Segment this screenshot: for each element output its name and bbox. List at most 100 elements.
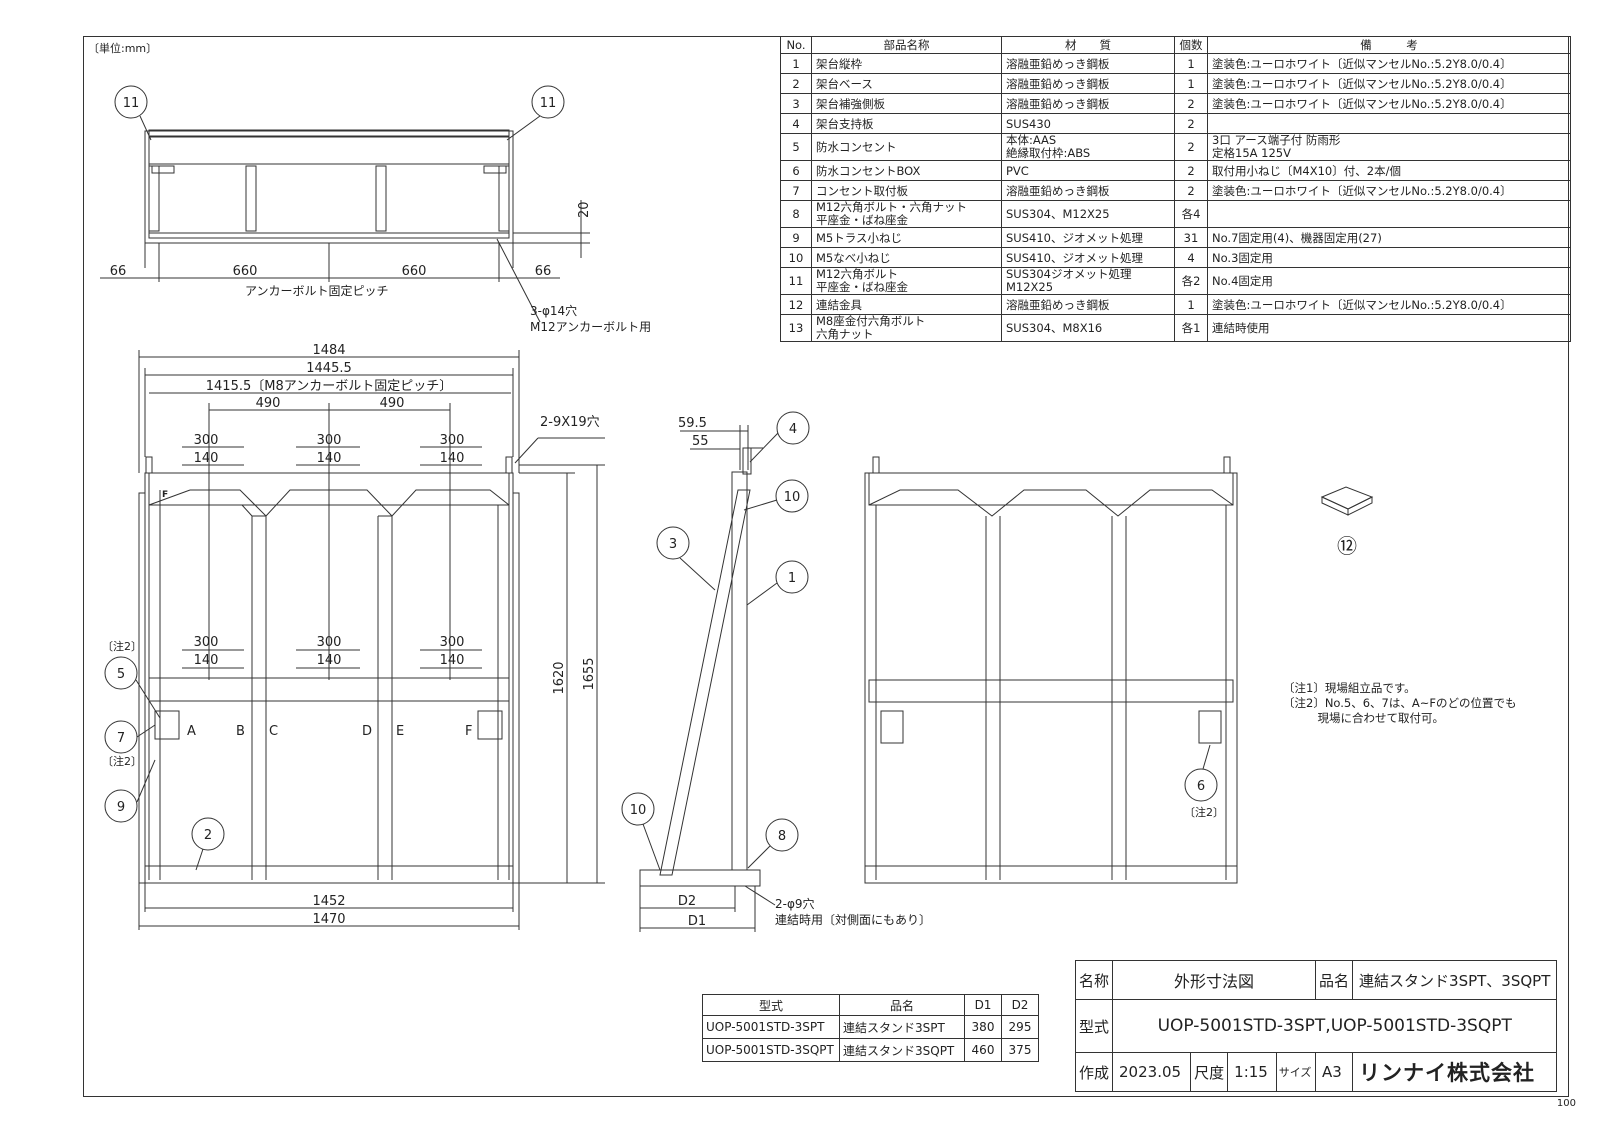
callout-8: 8 — [778, 829, 786, 844]
product-label: 品名 — [1315, 960, 1354, 1000]
dim-490-b: 490 — [380, 396, 405, 411]
dim-140-4: 140 — [194, 653, 219, 668]
name-label: 名称 — [1074, 960, 1114, 1000]
part-name: M5トラス小ねじ — [811, 227, 1002, 248]
back-view — [864, 456, 1238, 884]
callout-1: 1 — [788, 571, 796, 586]
dim-1484: 1484 — [312, 343, 345, 358]
model-header-name: 品名 — [839, 994, 965, 1016]
note-tag-3: 〔注2〕 — [1184, 805, 1224, 819]
dim-140-3: 140 — [440, 451, 465, 466]
part-qty: 各2 — [1174, 267, 1208, 295]
dim-1470: 1470 — [312, 912, 345, 927]
position-e: E — [396, 724, 404, 739]
dim-660-a: 660 — [233, 264, 258, 279]
callout-10-top: 10 — [784, 490, 801, 505]
part-material-line2: M12X25 — [1006, 280, 1054, 294]
part-material-line1: SUS304ジオメット処理 — [1006, 267, 1132, 281]
part-12-view — [1320, 486, 1374, 516]
part-12-label: ⑫ — [1337, 534, 1357, 558]
dim-1415: 1415.5〔M8アンカーボルト固定ピッチ〕 — [206, 379, 452, 394]
dim-1445: 1445.5 — [306, 361, 352, 376]
position-c: C — [269, 724, 278, 739]
dim-300-3: 300 — [440, 433, 465, 448]
note-line: 〔注1〕現場組立品です。 — [1283, 681, 1416, 695]
model-name: 連結スタンド3SPT — [839, 1015, 965, 1039]
part-note-line2: 定格15A 125V — [1212, 146, 1291, 160]
dim-140-2: 140 — [317, 451, 342, 466]
dim-20: 20 — [577, 201, 592, 218]
part-name: M8座金付六角ボルト六角ナット — [811, 314, 1002, 342]
part-note: No.3固定用 — [1207, 247, 1571, 268]
part-qty: 各1 — [1174, 314, 1208, 342]
scale-label: 尺度 — [1190, 1052, 1229, 1092]
part-note: 連結時使用 — [1207, 314, 1571, 342]
made-label: 作成 — [1074, 1052, 1114, 1092]
dim-59-5: 59.5 — [678, 416, 707, 431]
part-name: 防水コンセント — [811, 133, 1002, 161]
anchor-pitch-label: アンカーボルト固定ピッチ — [245, 283, 389, 298]
model-d1: 380 — [964, 1015, 1002, 1039]
title-block: 名称 外形寸法図 品名 連結スタンド3SPT、3SQPT 型式 UOP-5001… — [1074, 960, 1558, 1092]
side-view — [621, 411, 810, 932]
dim-d2: D2 — [678, 894, 696, 909]
product-value: 連結スタンド3SPT、3SQPT — [1352, 960, 1558, 1000]
callout-9: 9 — [117, 800, 125, 815]
part-material-line2: 絶縁取付枠:ABS — [1006, 146, 1091, 160]
part-material-line1: 本体:AAS — [1006, 133, 1057, 147]
model-value: UOP-5001STD-3SPT,UOP-5001STD-3SQPT — [1112, 999, 1558, 1053]
dim-140-1: 140 — [194, 451, 219, 466]
callout-3: 3 — [669, 537, 677, 552]
part-no: 13 — [780, 314, 812, 342]
part-name-line1: M12六角ボルト — [816, 267, 899, 281]
company-name: リンナイ株式会社 — [1352, 1052, 1558, 1092]
note-line: 現場に合わせて取付可。 — [1283, 711, 1444, 725]
dim-300-4: 300 — [194, 635, 219, 650]
size-label: サイズ — [1275, 1052, 1317, 1092]
front-view — [104, 350, 605, 930]
callout-4: 4 — [789, 422, 797, 437]
dim-140-6: 140 — [440, 653, 465, 668]
position-a: A — [187, 724, 196, 739]
part-name-line2: 平座金・ばね座金 — [816, 280, 908, 294]
model-header-d1: D1 — [964, 994, 1002, 1016]
part-material: SUS304、M8X16 — [1001, 314, 1175, 342]
part-material: SUS304、M12X25 — [1001, 200, 1175, 228]
dim-300-5: 300 — [317, 635, 342, 650]
notes: 〔注1〕現場組立品です。 〔注2〕No.5、6、7は、A~Fのどの位置でも 現場… — [1283, 681, 1516, 726]
slot-label: 2-9X19穴 — [540, 415, 600, 430]
note-tag-1: 〔注2〕 — [102, 639, 142, 653]
dim-1620: 1620 — [552, 661, 567, 694]
position-b: B — [236, 724, 245, 739]
part-note: 取付用小ねじ〔M4X10〕付、2本/個 — [1207, 160, 1571, 181]
dim-490-a: 490 — [256, 396, 281, 411]
model-header-d2: D2 — [1001, 994, 1039, 1016]
model-d2: 375 — [1001, 1038, 1039, 1062]
page-number: 100 — [1556, 1098, 1576, 1109]
scale-value: 1:15 — [1227, 1052, 1277, 1092]
part-name: M12六角ボルト平座金・ばね座金 — [811, 267, 1002, 295]
model-name: 連結スタンド3SQPT — [839, 1038, 965, 1062]
part-no: 12 — [780, 294, 812, 315]
dim-300-1: 300 — [194, 433, 219, 448]
callout-5: 5 — [117, 667, 125, 682]
made-value: 2023.05 — [1112, 1052, 1192, 1092]
part-material: 溶融亜鉛めっき鋼板 — [1001, 53, 1175, 74]
dim-140-5: 140 — [317, 653, 342, 668]
dim-66-right: 66 — [535, 264, 552, 279]
part-name: 架台ベース — [811, 73, 1002, 94]
dim-660-b: 660 — [402, 264, 427, 279]
dim-d1: D1 — [688, 914, 706, 929]
dim-300-2: 300 — [317, 433, 342, 448]
side-hole-note: 連結時用〔対側面にもあり〕 — [775, 913, 931, 927]
table-row: UOP-5001STD-3SPT 連結スタンド3SPT 380 295 — [702, 1015, 1039, 1039]
note-line: 〔注2〕No.5、6、7は、A~Fのどの位置でも — [1283, 696, 1517, 710]
part-note: 塗装色:ユーロホワイト〔近似マンセルNo.:5.2Y8.0/0.4〕 — [1207, 53, 1571, 74]
